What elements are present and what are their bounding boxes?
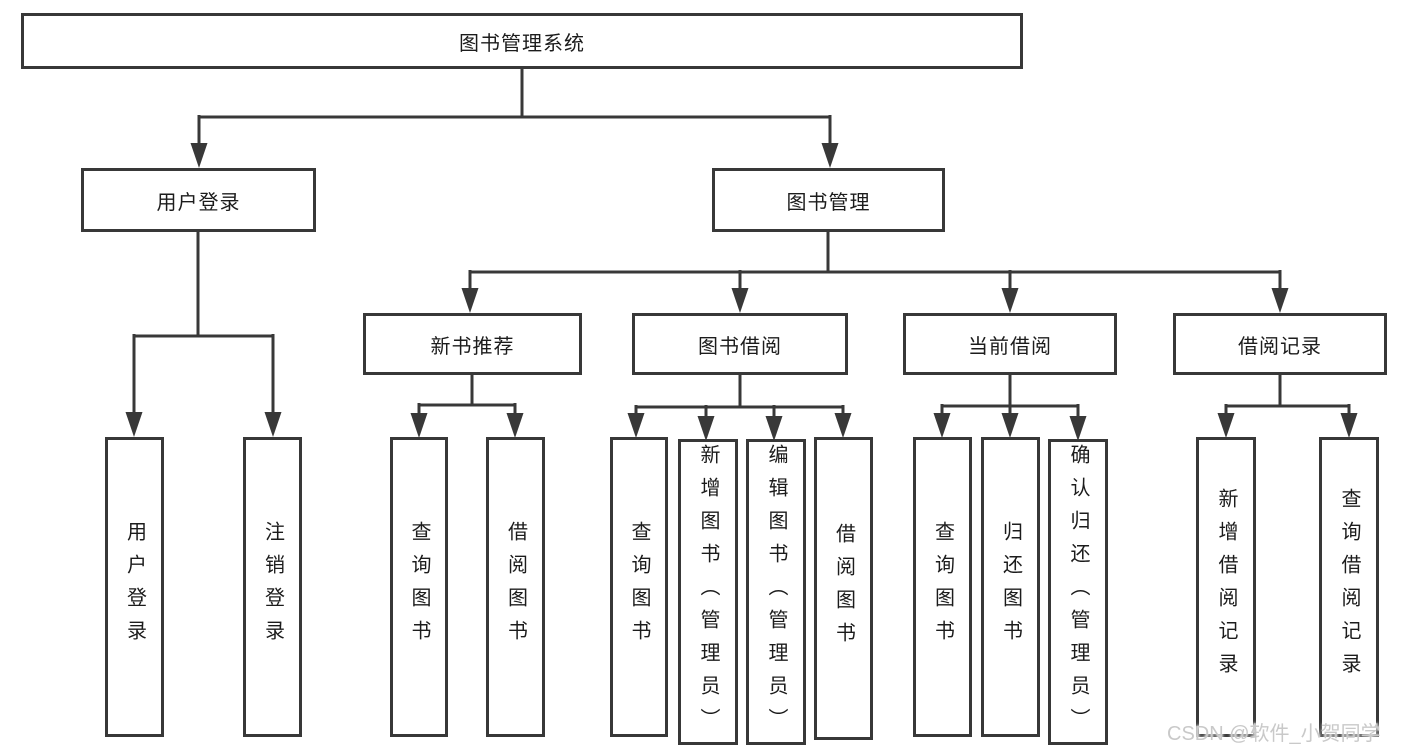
leaf-return-books-label: 归还图书 xyxy=(999,521,1022,653)
leaf-query-books-current-label: 查询图书 xyxy=(931,521,954,653)
leaf-confirm-return-admin-label: 确认归还（管理员） xyxy=(1067,443,1089,741)
node-user-login: 用户登录 xyxy=(81,168,316,232)
leaf-add-books-admin: 新增图书（管理员） xyxy=(678,439,738,745)
leaf-query-borrow-record: 查询借阅记录 xyxy=(1319,437,1379,737)
leaf-query-books-borrowing: 查询图书 xyxy=(610,437,668,737)
node-current-borrowing: 当前借阅 xyxy=(903,313,1117,375)
leaf-edit-books-admin: 编辑图书（管理员） xyxy=(746,439,806,745)
leaf-query-borrow-record-label: 查询借阅记录 xyxy=(1338,488,1360,686)
leaf-query-books-current: 查询图书 xyxy=(913,437,972,737)
csdn-watermark: CSDN @软件_小贺同学 xyxy=(1167,723,1381,745)
leaf-query-books-recommend: 查询图书 xyxy=(390,437,448,737)
leaf-logout: 注销登录 xyxy=(243,437,302,737)
leaf-edit-books-admin-label: 编辑图书（管理员） xyxy=(765,443,787,741)
leaf-logout-label: 注销登录 xyxy=(261,521,284,653)
leaf-user-login-label: 用户登录 xyxy=(123,521,146,653)
leaf-add-borrow-record-label: 新增借阅记录 xyxy=(1215,488,1237,686)
leaf-return-books: 归还图书 xyxy=(981,437,1040,737)
leaf-user-login: 用户登录 xyxy=(105,437,164,737)
node-root: 图书管理系统 xyxy=(21,13,1023,69)
leaf-confirm-return-admin: 确认归还（管理员） xyxy=(1048,439,1108,745)
leaf-add-borrow-record: 新增借阅记录 xyxy=(1196,437,1256,737)
leaf-borrow-books-borrowing: 借阅图书 xyxy=(814,437,873,740)
leaf-add-books-admin-label: 新增图书（管理员） xyxy=(697,443,719,741)
node-book-management: 图书管理 xyxy=(712,168,945,232)
leaf-borrow-books-recommend-label: 借阅图书 xyxy=(504,521,527,653)
node-book-borrowing: 图书借阅 xyxy=(632,313,848,375)
node-new-book-recommend: 新书推荐 xyxy=(363,313,582,375)
leaf-borrow-books-borrowing-label: 借阅图书 xyxy=(832,522,855,655)
node-borrowing-records: 借阅记录 xyxy=(1173,313,1387,375)
leaf-query-books-recommend-label: 查询图书 xyxy=(408,521,430,653)
leaf-query-books-borrowing-label: 查询图书 xyxy=(628,521,650,653)
leaf-borrow-books-recommend: 借阅图书 xyxy=(486,437,545,737)
